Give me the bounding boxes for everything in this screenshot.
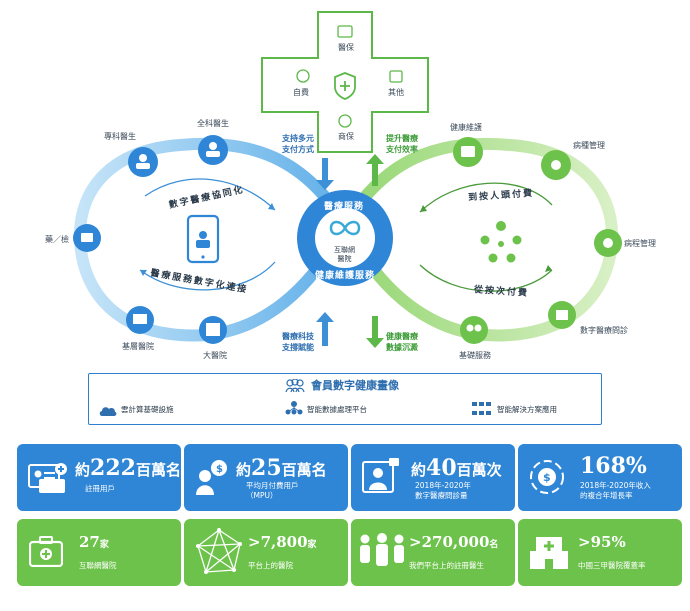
basic-services-node xyxy=(460,316,488,344)
center-bottom-text: 健康維護服務 xyxy=(315,271,376,281)
stat-label: 中國三甲醫院覆蓋率 xyxy=(578,561,646,570)
stat-value: 27 xyxy=(79,533,100,551)
stat-label: 2018年-2020年 數字醫療問診量 xyxy=(415,481,471,500)
people-network-icon xyxy=(480,221,522,263)
cross-label-self-pay: 自費 xyxy=(293,88,309,97)
node-label-digital-consultation: 數字醫療問診 xyxy=(580,326,628,335)
medical-kit-icon xyxy=(28,535,64,571)
stat-label: 2018年-2020年收入 的複合年增長率 xyxy=(580,481,651,500)
cross-label-commercial-insurance: 商保 xyxy=(338,132,354,141)
shield-icon xyxy=(334,72,356,100)
stat-unit: 百萬名 xyxy=(281,461,327,479)
solution-grid-icon xyxy=(472,401,492,420)
member-group-icon xyxy=(285,378,305,393)
node-label-gp: 全科醫生 xyxy=(197,119,229,128)
arrow-down-right-bottom xyxy=(366,316,384,348)
stat-card-registered-doctors: >270,000名 我們平台上的註冊醫生 xyxy=(351,519,515,586)
umbrella-icon xyxy=(338,114,352,128)
stat-label: 我們平台上的註冊醫生 xyxy=(409,561,484,570)
flow-text-multi-payment: 支持多元 支付方式 xyxy=(282,134,314,154)
stat-unit: 家 xyxy=(99,540,109,550)
node-label-primary-hospital: 基層醫院 xyxy=(122,342,154,351)
stat-card-internet-hospitals: 27家 互聯網醫院 xyxy=(17,519,181,586)
stat-value: >270,000 xyxy=(409,533,490,551)
stat-value: 25 xyxy=(251,455,282,481)
node-label-large-hospital: 大醫院 xyxy=(203,351,227,360)
hospital-building-icon xyxy=(530,531,568,575)
stat-card-tier3-coverage: >95% 中國三甲醫院覆蓋率 xyxy=(518,519,682,586)
cloud-icon xyxy=(99,402,117,421)
stat-card-registered-users: 約222百萬名 註冊用戶 xyxy=(17,444,181,511)
network-polygon-icon xyxy=(196,528,242,580)
node-label-specialist: 專科醫生 xyxy=(104,132,136,141)
flow-text-tech-enablement: 醫療科技 支撐賦能 xyxy=(282,332,314,352)
stat-card-platform-hospitals: >7,800家 平台上的醫院 xyxy=(184,519,348,586)
member-health-portrait-panel: 會員數字健康畫像 雲計算基礎設施 智能數據處理平台 智能解決方案應用 xyxy=(88,373,602,425)
stat-value: 168% xyxy=(580,453,647,479)
stat-label: 互聯網醫院 xyxy=(79,561,117,570)
paying-user-icon: $ xyxy=(194,458,230,500)
badge-icon xyxy=(389,70,403,83)
member-title: 會員數字健康畫像 xyxy=(311,379,399,392)
member-item-solutions: 智能解決方案應用 xyxy=(497,405,557,414)
telemedicine-icon xyxy=(361,456,401,502)
stat-value: 40 xyxy=(426,455,457,481)
doctors-group-icon xyxy=(357,533,407,577)
node-label-pharmacy: 藥／檢 xyxy=(45,235,69,244)
center-hub xyxy=(315,208,375,268)
ecosystem-diagram xyxy=(73,11,622,348)
arrow-down-left-top xyxy=(316,158,334,190)
member-item-data-platform: 智能數據處理平台 xyxy=(307,405,367,414)
flow-text-data-accumulation: 健康醫療 數據沉澱 xyxy=(386,332,418,352)
arrow-up-left-bottom xyxy=(316,312,334,346)
id-card-icon xyxy=(337,25,353,38)
stat-card-mpu: $ 約25百萬名 平均月付費用戶 （MPU） xyxy=(184,444,348,511)
stat-prefix: 約 xyxy=(411,461,427,479)
stat-prefix: 約 xyxy=(236,461,252,479)
svg-text:$: $ xyxy=(216,464,223,475)
flow-text-payment-efficiency: 提升醫療 支付效率 xyxy=(386,134,418,154)
person-icon xyxy=(296,69,310,83)
stat-card-revenue-cagr: $ 168% 2018年-2020年收入 的複合年增長率 xyxy=(518,444,682,511)
revenue-growth-icon: $ xyxy=(526,456,568,502)
node-label-basic-services: 基礎服務 xyxy=(459,351,491,360)
stat-prefix: 約 xyxy=(75,461,91,479)
stat-card-consultations: 約40百萬次 2018年-2020年 數字醫療問診量 xyxy=(351,444,515,511)
member-item-cloud: 雲計算基礎設施 xyxy=(121,405,174,414)
center-top-text: 醫療服務 xyxy=(324,202,365,212)
stat-unit: 百萬次 xyxy=(456,461,502,479)
stat-label: 註冊用戶 xyxy=(85,484,115,493)
arrow-up-right-top xyxy=(366,154,384,186)
cross-label-other: 其他 xyxy=(388,88,404,97)
stat-label: 平台上的醫院 xyxy=(248,561,293,570)
stat-label: 平均月付費用戶 （MPU） xyxy=(246,481,299,500)
node-label-course-management: 病程管理 xyxy=(624,239,656,248)
center-brand-text: 互聯網 醫院 xyxy=(334,246,355,263)
data-platform-icon xyxy=(285,400,303,420)
cross-label-medical-insurance: 醫保 xyxy=(338,43,354,52)
stat-unit: 名 xyxy=(489,540,499,550)
stat-value: >95% xyxy=(578,533,626,551)
node-label-health-maintenance: 健康維護 xyxy=(450,123,482,132)
node-label-disease-management: 病種管理 xyxy=(573,141,605,150)
stat-value: 222 xyxy=(90,455,136,481)
stat-unit: 家 xyxy=(307,540,317,550)
brand-logo-icon xyxy=(329,220,361,236)
user-profile-icon xyxy=(27,461,69,499)
svg-text:$: $ xyxy=(543,471,551,484)
stat-unit: 百萬名 xyxy=(135,461,181,479)
stat-value: >7,800 xyxy=(248,533,308,551)
tablet-icon xyxy=(186,214,220,264)
